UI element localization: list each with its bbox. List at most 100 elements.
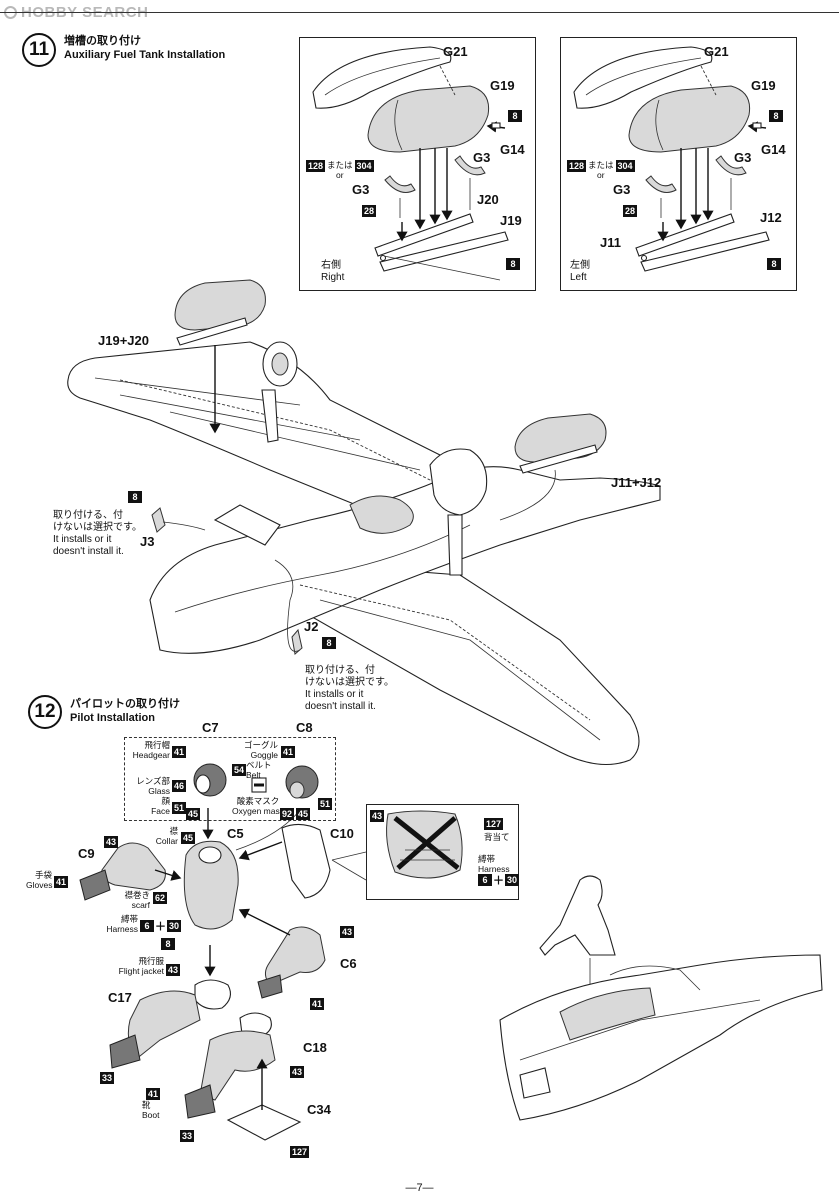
page-number: —7— (405, 1182, 434, 1194)
part-c10: C10 (330, 826, 354, 841)
main-part-j3: J3 (140, 534, 155, 549)
left-part-j12: J12 (760, 210, 782, 225)
step-11-number: 11 (22, 33, 56, 67)
gloves-color: 41 (54, 876, 69, 888)
c6-glove-color: 41 (310, 998, 325, 1010)
boot-jp: 靴 (142, 1100, 151, 1110)
face-en: Face (151, 806, 170, 816)
j3-note-jp-2: けないは選択です。 (53, 522, 142, 533)
j3-note-jp-1: 取り付ける、付 (53, 510, 123, 521)
part-c9: C9 (78, 846, 95, 861)
face-color-b: 45 (186, 808, 201, 820)
face-label: 顔 Face (130, 796, 170, 816)
step-12-title-en: Pilot Installation (70, 712, 155, 724)
oxygen-color-a: 92 (280, 808, 295, 820)
belt-en: Belt (246, 770, 261, 780)
left-part-j11: J11 (600, 235, 621, 250)
step-11-title-jp: 増槽の取り付け (64, 35, 141, 47)
left-color-8a: 8 (769, 110, 783, 122)
goggle-jp: ゴーグル (243, 740, 278, 750)
glass-jp: レンズ部 (136, 776, 170, 786)
left-or-en: or (597, 170, 605, 180)
back-corner-color: 43 (370, 810, 385, 822)
belt-label: ベルト Belt (246, 760, 272, 780)
goggle-en: Goggle (250, 750, 278, 760)
harness-jp: 縛帯 (120, 914, 138, 924)
jacket-jp: 飛行服 (138, 956, 164, 966)
scarf-jp: 襟巻き (124, 890, 150, 900)
headgear-color: 41 (172, 746, 187, 758)
goggle-label: ゴーグル Goggle (240, 740, 278, 760)
part-c6: C6 (340, 956, 357, 971)
part-c8: C8 (296, 720, 313, 735)
face-jp: 顔 (161, 796, 170, 806)
right-part-g21: G21 (443, 44, 468, 59)
part-c34: C34 (307, 1102, 331, 1117)
c5-color: 8 (161, 938, 175, 950)
right-side-en: Right (321, 272, 345, 283)
part-c5: C5 (227, 826, 244, 841)
headgear-en: Headgear (132, 750, 170, 760)
left-part-g3a: G3 (613, 182, 631, 197)
left-color-128: 128 (567, 160, 587, 172)
left-part-g19: G19 (751, 78, 776, 93)
face-color-a: 51 (172, 802, 187, 814)
harness-colors: 6 ＋ 30 (140, 918, 182, 934)
left-side-en: Left (570, 272, 587, 283)
harness-en: Harness (106, 924, 138, 934)
step-12-number: 12 (28, 695, 62, 729)
right-part-g19: G19 (490, 78, 515, 93)
glass-label: レンズ部 Glass (130, 776, 170, 796)
c6-color: 43 (340, 926, 355, 938)
left-part-g14: G14 (761, 142, 786, 157)
c9-color: 43 (104, 836, 119, 848)
belt-jp: ベルト (246, 760, 272, 770)
left-color-304: 304 (615, 160, 635, 172)
j2-note-jp-1: 取り付ける、付 (305, 665, 375, 676)
head-parts-illustration (193, 763, 319, 851)
back-harness-color-b: 30 (505, 874, 520, 886)
left-side-jp: 左側 (570, 260, 590, 271)
collar-label: 襟 Collar (154, 826, 178, 846)
top-rule (0, 12, 839, 13)
harness-color-a: 6 (140, 920, 154, 932)
part-c7: C7 (202, 720, 219, 735)
back-harness-plus: ＋ (493, 875, 504, 887)
harness-label: 縛帯 Harness (106, 914, 138, 934)
main-part-j19-j20: J19+J20 (98, 333, 149, 348)
left-color-28: 28 (623, 205, 638, 217)
scarf-label: 襟巻き scarf (118, 890, 150, 910)
headgear-jp: 飛行帽 (144, 740, 170, 750)
headgear-label: 飛行帽 Headgear (132, 740, 170, 760)
scarf-color: 62 (153, 892, 168, 904)
back-harness-label: 縛帯 Harness (478, 854, 510, 874)
back-harness-colors: 6 ＋ 30 (478, 872, 520, 888)
c8-face-color: 51 (318, 798, 333, 810)
back-pack-label: 背当て (484, 832, 510, 842)
right-side-jp: 右側 (321, 260, 341, 271)
part-c18: C18 (303, 1040, 327, 1055)
right-side-label: 右側 Right (321, 260, 344, 284)
harness-plus: ＋ (155, 921, 166, 933)
c34-color: 127 (290, 1146, 310, 1158)
oxygen-label: 酸素マスク Oxygen mask (232, 796, 284, 816)
boot-sole-a: 33 (100, 1072, 115, 1084)
oxygen-color-b: 45 (296, 808, 311, 820)
j2-color: 8 (322, 637, 336, 649)
scarf-en: scarf (131, 900, 150, 910)
right-color-28: 28 (362, 205, 377, 217)
right-color-8a: 8 (508, 110, 522, 122)
step-12-title: パイロットの取り付け Pilot Installation (70, 697, 180, 725)
glass-color: 46 (172, 780, 187, 792)
jacket-en: Flight jacket (118, 966, 164, 976)
goggle-color: 41 (281, 746, 296, 758)
collar-jp: 襟 (169, 826, 178, 836)
left-side-label: 左側 Left (570, 260, 590, 284)
j2-option-note: 取り付ける、付 けないは選択です。 It installs or it does… (305, 665, 394, 713)
collar-en: Collar (155, 836, 178, 846)
part-c17: C17 (108, 990, 132, 1005)
gloves-en: Gloves (26, 880, 53, 890)
right-or-jp: または (327, 160, 353, 170)
